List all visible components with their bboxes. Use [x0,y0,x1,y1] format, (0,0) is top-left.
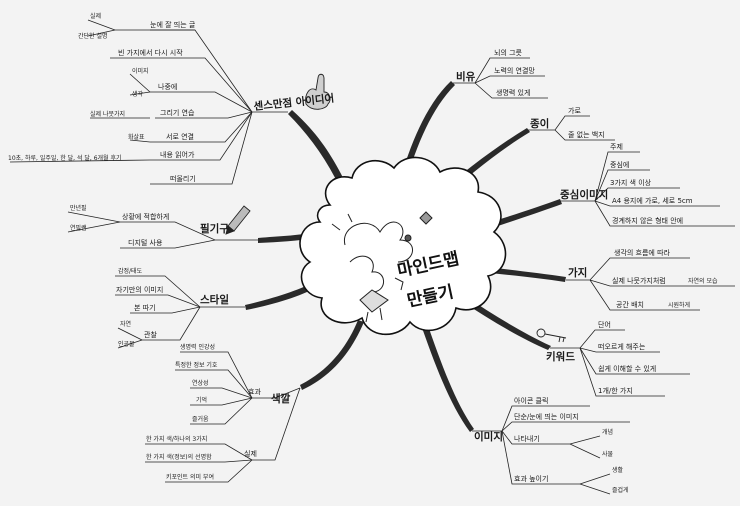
image-items: 아이콘 클릭 단순/눈에 띄는 이미지 나타내기 효과 높이기 개념 사물 생활… [514,396,629,494]
node-pen-1: 디지털 사용 [128,238,163,247]
leaf-senses-6: 10초, 하루, 일주일, 한 달, 석 달, 6개월 후기 [8,154,122,162]
central-cloud [299,156,507,336]
node-senses-2: 나중에 [158,82,177,91]
leaf-senses-2: 이미지 [132,67,149,75]
node-metaphor-1: 노력의 연결망 [494,66,535,75]
node-color-real-0: 한 가지 색/하나의 3가지 [146,435,207,443]
sub-lines [9,19,735,495]
node-keyword-3: 1개/한 가지 [598,386,633,395]
branch-items: 생각의 흐름에 따라 실제 나뭇가지처럼 공간 배치 자연의 모습 시원하게 [612,248,718,309]
node-image-2: 나타내기 [514,434,540,443]
node-metaphor-0: 뇌의 그릇 [494,48,523,57]
leaf-style-1: 자연 [120,320,131,328]
node-image-1: 단순/눈에 띄는 이미지 [514,412,579,421]
pointing-hand-icon [305,73,331,110]
leaf-pen-1: 연필쌤 [70,224,87,232]
node-keyword-0: 단어 [598,320,611,329]
branch-branch [480,266,566,282]
node-image-0: 아이콘 클릭 [514,396,548,405]
label-branch: 가지 [568,266,587,279]
leaf-senses-0: 실제 [90,12,101,20]
node-color-effect-0: 생명력 인강성 [180,343,215,351]
leaf-senses-4: 실제 나뭇가지 [90,110,125,118]
leaf-branch-1: 시원하게 [668,301,690,309]
leaf-style-0: 감정/태도 [118,267,143,275]
node-color-effect-2: 연상성 [192,379,209,387]
node-branch-1: 실제 나뭇가지처럼 [612,276,666,285]
node-color-real-1: 한 가지 색(정보)의 선명함 [146,453,212,461]
central-doodle [331,211,433,323]
branch-senses [288,110,350,196]
node-central-0: 주제 [610,143,623,151]
node-branch-2: 공간 배치 [616,300,644,309]
node-style-0: 자기만의 이미지 [116,285,163,294]
label-central: 중심이미지 [560,188,608,201]
leaf-pen-0: 만년필 [70,204,87,212]
pencil-icon [225,205,251,235]
node-senses-1: 빈 가지에서 다시 시작 [118,48,183,57]
branch-keyword [460,295,551,350]
label-color: 색깔 [271,392,291,405]
leaf-branch-0: 자연의 모습 [688,277,718,285]
node-branch-0: 생각의 흐름에 따라 [614,248,671,257]
label-paper: 종이 [530,117,549,130]
leaf-style-2: 인공물 [118,341,135,348]
metaphor-items: 뇌의 그릇 노력의 연결망 생명력 있게 [494,48,535,97]
node-color-effect-3: 기억 [196,396,207,404]
label-keyword: 키워드 [546,350,575,363]
node-paper-0: 가로 [568,106,581,115]
style-items: 감정/태도 자기만의 이미지 본 따기 관찰 자연 인공물 [116,267,163,348]
node-central-1: 중심에 [610,160,629,169]
leaf-senses-3: 생각 [132,90,144,98]
label-senses: 센스만점 아이디어 [253,92,335,113]
node-senses-6: 떠올리기 [170,174,196,183]
color-items: 효과 실제 생명력 인강성 특정한 정보 기호 연상성 기억 즐거움 한 가지 … [146,343,261,481]
label-style: 스타일 [200,293,229,306]
pen-items: 상황에 적합하게 디지털 사용 만년필 연필쌤 [70,204,169,247]
leaf-image-3: 즐겁게 [612,486,629,494]
node-metaphor-2: 생명력 있게 [496,88,530,97]
keyword-items: 단어 떠오르게 해주는 쉽게 이해할 수 있게 1개/한 가지 [598,320,656,395]
node-color-real-2: 키포인트 의미 부여 [166,473,214,481]
central-items: 주제 중심에 3가지 색 이상 A4 용지에 가로, 세로 5cm 경계하지 않… [610,143,693,225]
node-central-3: A4 용지에 가로, 세로 5cm [612,196,693,205]
label-metaphor: 비유 [456,70,476,83]
leaf-senses-5: 화살표 [128,133,145,141]
node-color-effect-1: 특정한 정보 기호 [175,361,218,369]
branch-style [245,280,321,310]
node-senses-5: 내용 읽어가 [160,150,195,159]
key-icon [536,328,567,343]
node-color-sub-0: 효과 [248,387,261,396]
leaf-senses-1: 간단한 설명 [78,32,108,40]
node-paper-1: 줄 없는 백지 [568,130,605,139]
node-keyword-2: 쉽게 이해할 수 있게 [598,364,656,373]
node-senses-0: 눈에 잘 띄는 글 [150,20,196,29]
node-style-1: 본 따기 [134,303,156,312]
branch-color [300,320,364,390]
leaf-image-1: 사물 [602,450,614,458]
node-senses-3: 그리기 연습 [160,108,195,117]
senses-items: 눈에 잘 띄는 글 빈 가지에서 다시 시작 나중에 그리기 연습 서로 연결 … [8,12,196,183]
node-pen-0: 상황에 적합하게 [122,212,169,221]
paper-items: 가로 줄 없는 백지 [568,106,605,139]
node-keyword-1: 떠오르게 해주는 [598,342,646,351]
node-central-4: 경계하지 않은 형태 안에 [612,216,683,225]
label-image: 이미지 [474,430,503,443]
leaf-image-2: 생활 [612,466,624,474]
node-color-effect-4: 즐거움 [192,415,209,423]
node-style-2: 관찰 [144,330,157,339]
node-image-3: 효과 높이기 [514,474,548,483]
node-color-sub-1: 실제 [244,449,257,458]
node-senses-4: 서로 연결 [166,132,194,141]
leaf-image-0: 개념 [602,428,613,436]
label-pen: 필기구 [200,222,229,235]
branch-image [420,320,474,432]
node-central-2: 3가지 색 이상 [610,178,652,187]
